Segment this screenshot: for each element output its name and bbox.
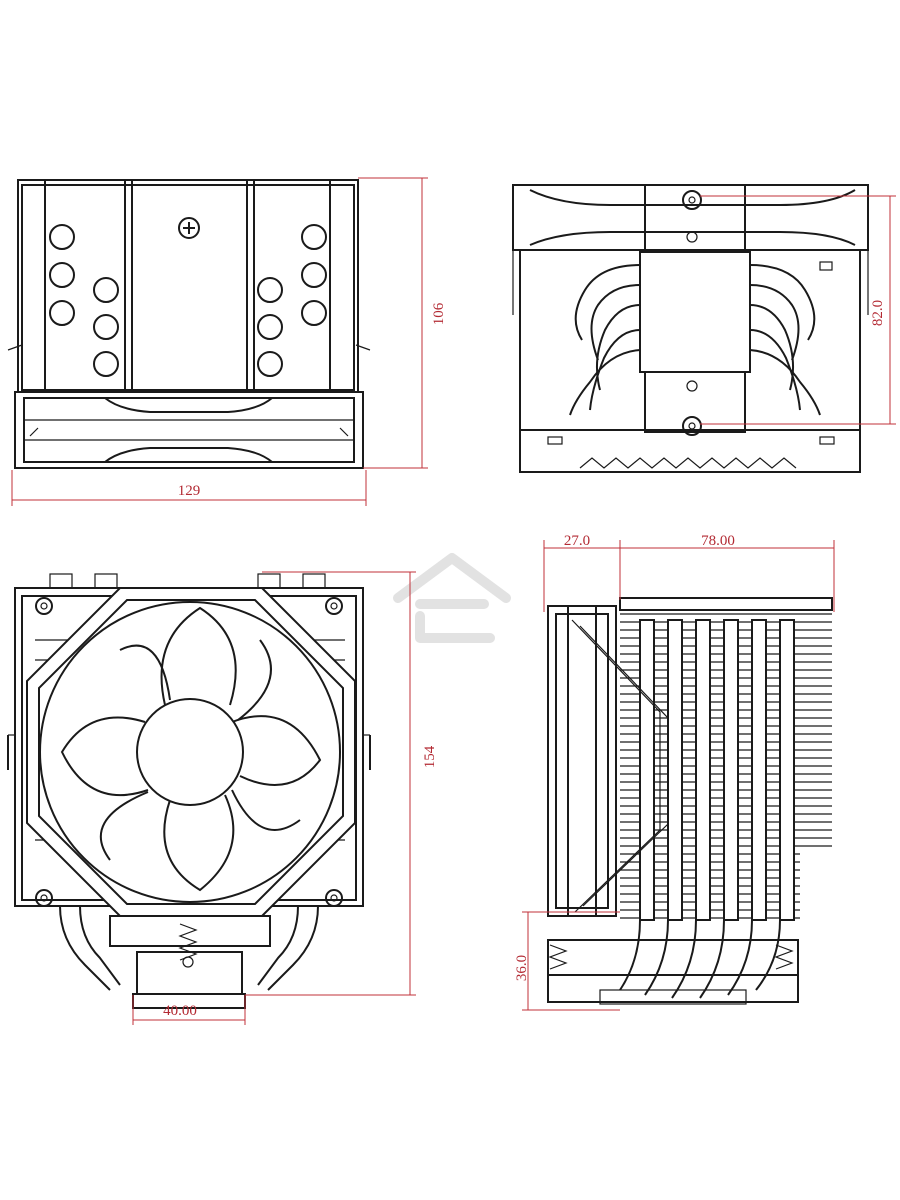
heatpipe-columns (639, 619, 795, 921)
side-view (512, 184, 869, 473)
front-view (7, 573, 371, 1009)
screw-icon (35, 597, 343, 907)
dim-side-base-height: 36.0 (514, 955, 530, 981)
dim-front-height: 154 (422, 745, 438, 768)
home-e-logo-icon (393, 553, 511, 643)
dim-side-fan-width: 27.0 (564, 533, 590, 549)
dim-side-height: 82.0 (870, 300, 886, 326)
dim-front-base-width: 40.00 (163, 1003, 197, 1019)
dim-top-height: 106 (431, 302, 447, 325)
spring-icon (548, 944, 794, 970)
dim-top-width: 129 (178, 483, 201, 499)
side-view-dimensions (700, 195, 896, 425)
screw-icon (682, 190, 702, 436)
spring-icon (178, 923, 198, 968)
dim-side-fin-width: 78.00 (701, 533, 735, 549)
side-fin-view-dimensions (522, 540, 835, 1011)
front-view-dimensions (132, 571, 416, 1025)
side-fin-view (547, 597, 833, 1005)
screw-icon (178, 217, 200, 239)
fan-blades (60, 606, 322, 892)
top-view-dimensions (11, 177, 428, 506)
fan-hub (136, 698, 244, 806)
top-view (7, 179, 371, 469)
heatpipe-holes (49, 224, 327, 377)
